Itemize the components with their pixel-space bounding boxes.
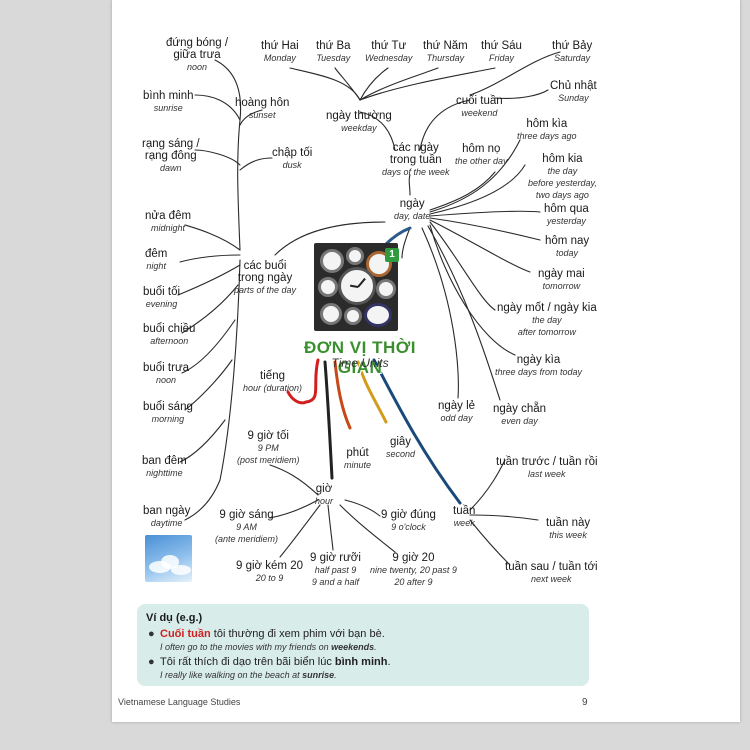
sky-image: [145, 535, 192, 582]
center-subtitle: Time Units: [331, 356, 389, 370]
example-box: [137, 604, 589, 686]
footer-book-title: Vietnamese Language Studies: [118, 697, 241, 707]
page-number: 9: [582, 697, 588, 708]
clocks-image: [314, 243, 398, 331]
example-sentence-1: ● Cuối tuần tôi thường đi xem phim với b…: [148, 628, 385, 652]
bullet-icon: ●: [148, 628, 155, 640]
bullet-icon: ●: [148, 656, 155, 668]
example-sentence-2: ● Tôi rất thích đi dạo trên bãi biển lúc…: [148, 656, 391, 680]
book-page: [112, 0, 740, 722]
example-title: Ví dụ (e.g.): [146, 612, 203, 624]
section-badge: 1: [385, 248, 399, 262]
center-title: ĐƠN VỊ THỜI GIAN: [304, 338, 416, 377]
